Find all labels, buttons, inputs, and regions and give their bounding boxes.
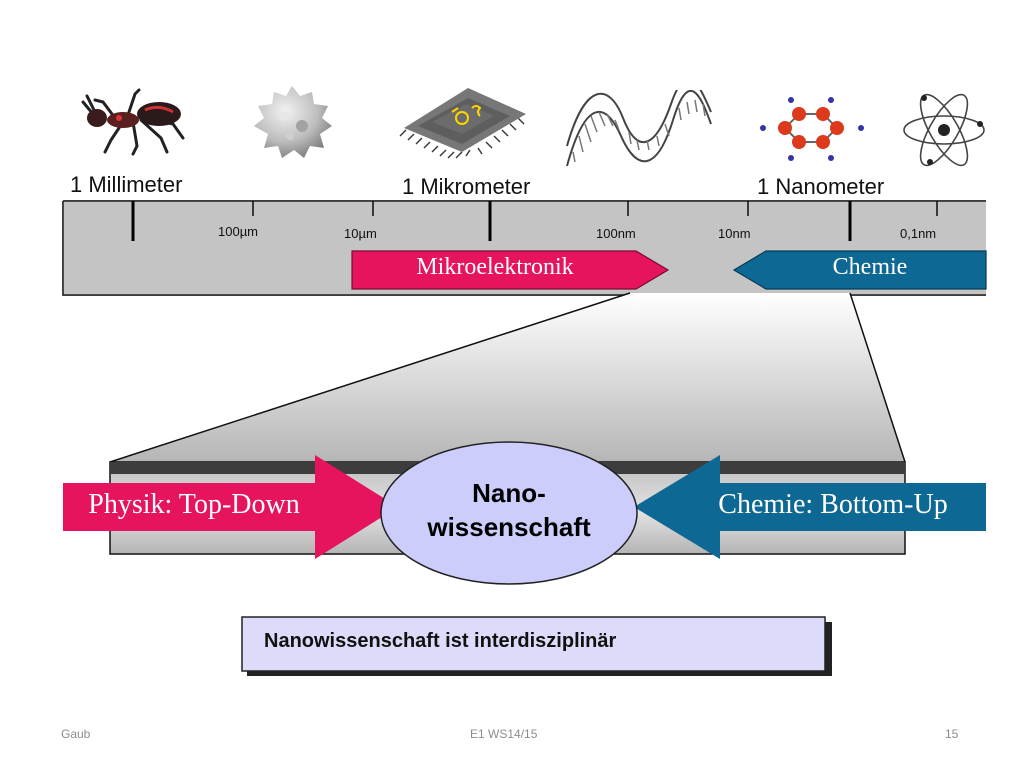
molecule-icon	[760, 97, 864, 161]
pollen-grain-icon	[254, 86, 332, 158]
mikroelektronik-label: Mikroelektronik	[416, 254, 574, 280]
tick-0-1nm: 0,1nm	[900, 226, 937, 241]
footer-author: Gaub	[61, 727, 91, 741]
tick-100um: 100µm	[218, 224, 259, 239]
label-1-millimeter: 1 Millimeter	[70, 172, 183, 197]
chemie-arrow	[732, 250, 987, 290]
label-1-mikrometer: 1 Mikrometer	[402, 174, 531, 199]
ant-icon	[81, 88, 185, 156]
chemie-bottom-up-arrow	[634, 455, 986, 559]
tick-10um: 10µm	[344, 226, 377, 241]
footer-slide-number: 15	[945, 727, 959, 741]
chemie-bottom-up-label: Chemie: Bottom-Up	[718, 489, 948, 520]
physik-arrow	[63, 455, 398, 559]
dna-helix-icon	[566, 90, 712, 167]
ellipse-line-1: Nano-	[472, 478, 546, 508]
footer-course: E1 WS14/15	[470, 727, 538, 741]
physik-top-down-label: Physik: Top-Down	[88, 489, 300, 520]
interdisciplinary-banner: Nanowissenschaft ist interdisziplinär	[264, 630, 617, 652]
chemie-label: Chemie	[832, 254, 908, 280]
ellipse-line-2: wissenschaft	[427, 512, 591, 542]
atom-icon	[903, 93, 985, 167]
label-1-nanometer: 1 Nanometer	[757, 174, 885, 199]
tick-100nm: 100nm	[596, 226, 636, 241]
tick-10nm: 10nm	[718, 226, 751, 241]
mikroelektronik-arrow	[351, 250, 670, 290]
nanowissenschaft-ellipse	[380, 441, 638, 585]
microchip-icon	[399, 88, 526, 159]
